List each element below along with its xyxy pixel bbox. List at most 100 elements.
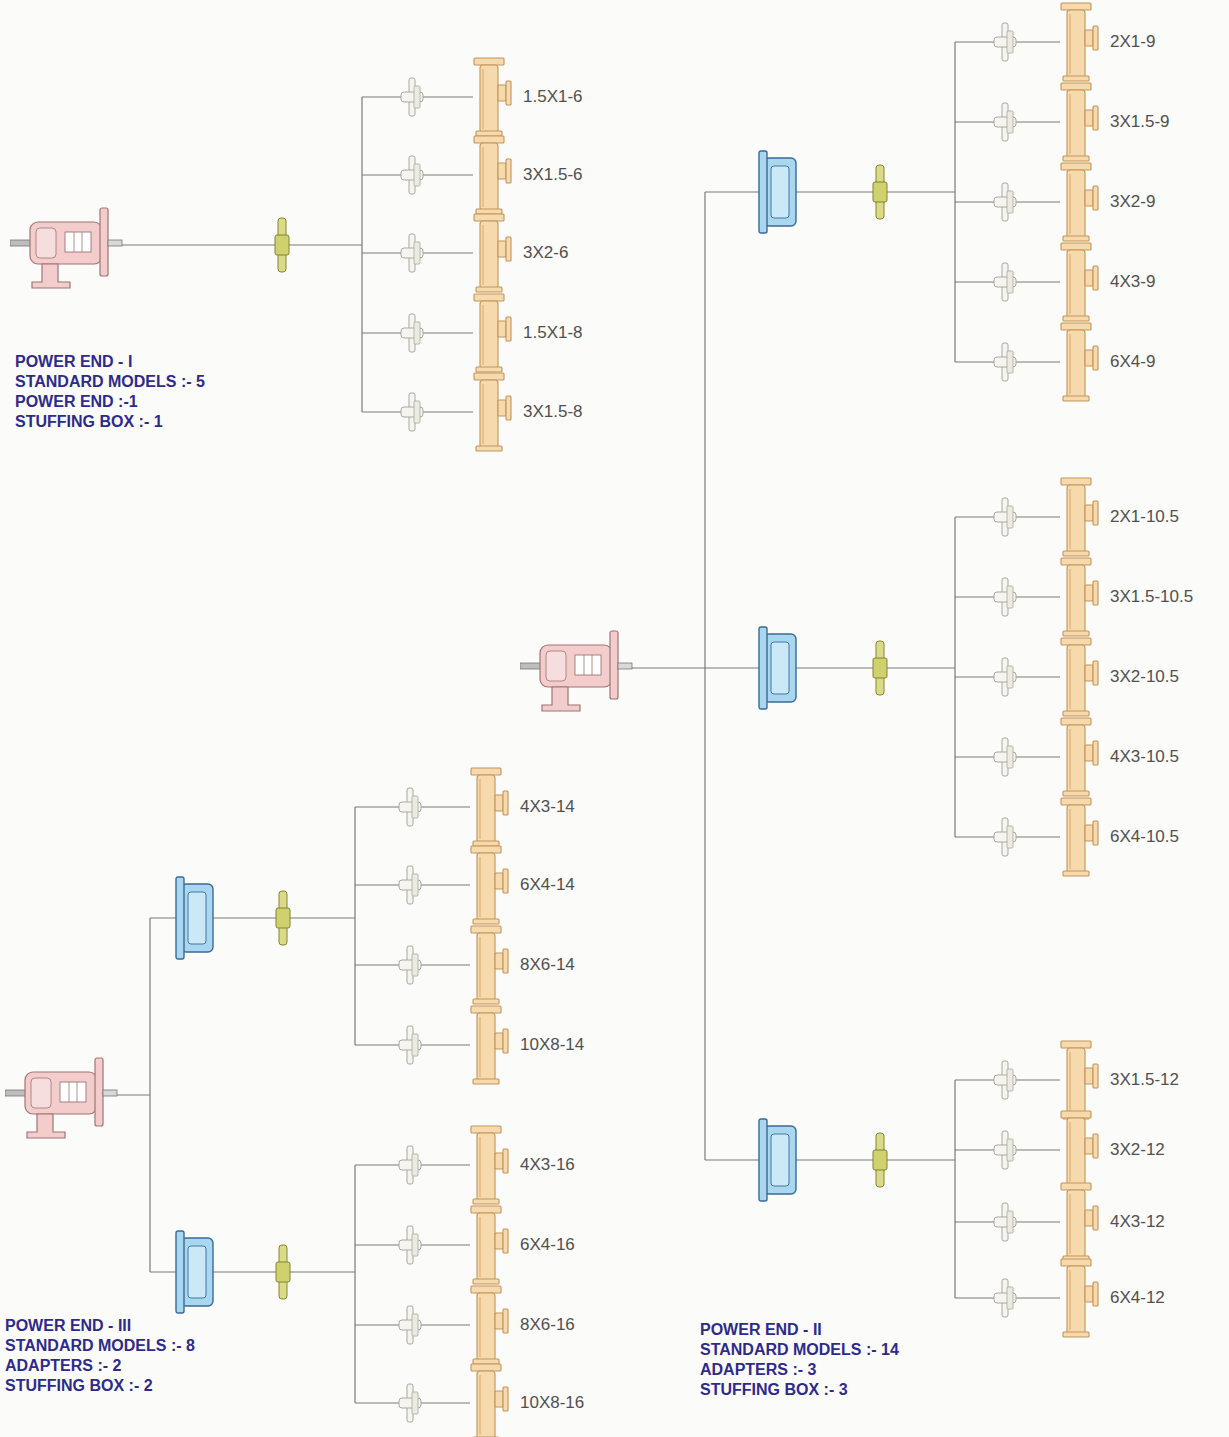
casing-part bbox=[1093, 1282, 1098, 1306]
casing-part bbox=[506, 237, 511, 261]
casing-part bbox=[503, 1149, 508, 1173]
casing-part bbox=[1093, 501, 1098, 525]
tree-line bbox=[632, 42, 1060, 1298]
impeller bbox=[399, 1146, 421, 1184]
casing-part bbox=[1061, 163, 1091, 170]
pump-casing: 2X1-9 bbox=[1058, 0, 1162, 84]
casing-part bbox=[495, 1153, 503, 1169]
model-number: 3X2-9 bbox=[1110, 192, 1155, 212]
impeller bbox=[994, 658, 1016, 696]
model-number: 8X6-16 bbox=[520, 1315, 575, 1335]
pump-casing: 4X3-9 bbox=[1058, 240, 1162, 324]
casing-part bbox=[473, 999, 499, 1004]
casing-shade bbox=[479, 1297, 481, 1357]
casing-part bbox=[1063, 631, 1089, 636]
impeller bbox=[994, 1203, 1016, 1241]
casing-part bbox=[471, 1286, 501, 1293]
pump-casing: 1.5X1-6 bbox=[471, 55, 589, 139]
model-number: 10X8-16 bbox=[520, 1393, 584, 1413]
pump-casing: 3X1.5-10.5 bbox=[1058, 555, 1200, 639]
casing-drawing bbox=[471, 55, 515, 139]
pump-casing: 8X6-16 bbox=[468, 1283, 581, 1367]
model-number: 8X6-14 bbox=[520, 955, 575, 975]
casing-shade bbox=[482, 69, 484, 129]
casing-part bbox=[1067, 485, 1085, 553]
casing-shade bbox=[1069, 334, 1071, 394]
casing-part bbox=[1085, 1068, 1093, 1084]
casing-part bbox=[471, 926, 501, 933]
casing-part bbox=[1067, 645, 1085, 713]
casing-part bbox=[503, 1229, 508, 1253]
casing-part bbox=[1061, 1041, 1091, 1048]
model-number: 4X3-9 bbox=[1110, 272, 1155, 292]
casing-part bbox=[1067, 725, 1085, 793]
impeller bbox=[399, 1384, 421, 1422]
casing-part bbox=[471, 768, 501, 775]
casing-shade bbox=[479, 857, 481, 917]
casing-drawing bbox=[468, 1361, 512, 1437]
casing-part bbox=[474, 58, 504, 65]
adapter bbox=[759, 151, 796, 233]
casing-part bbox=[495, 873, 503, 889]
impeller bbox=[994, 738, 1016, 776]
casing-drawing bbox=[468, 923, 512, 1007]
pump-casing: 3X2-10.5 bbox=[1058, 635, 1185, 719]
casing-drawing bbox=[1058, 555, 1102, 639]
casing-shade bbox=[482, 305, 484, 365]
casing-shade bbox=[1069, 254, 1071, 314]
casing-drawing bbox=[1058, 795, 1102, 879]
casing-part bbox=[1063, 76, 1089, 81]
model-number: 4X3-16 bbox=[520, 1155, 575, 1175]
casing-shade bbox=[479, 1375, 481, 1435]
casing-drawing bbox=[1058, 160, 1102, 244]
casing-drawing bbox=[471, 291, 515, 375]
stuffing-box bbox=[873, 165, 887, 219]
tree-line bbox=[117, 807, 470, 1403]
casing-part bbox=[1067, 805, 1085, 873]
power-end bbox=[10, 208, 122, 288]
impeller bbox=[994, 343, 1016, 381]
power-end-caption: STUFFING BOX :- 2 bbox=[5, 1376, 153, 1396]
casing-drawing bbox=[1058, 715, 1102, 799]
power-end-caption: STANDARD MODELS :- 8 bbox=[5, 1336, 195, 1356]
power-end-caption: STUFFING BOX :- 3 bbox=[700, 1380, 848, 1400]
casing-part bbox=[1093, 1134, 1098, 1158]
casing-part bbox=[1067, 90, 1085, 158]
casing-part bbox=[1061, 323, 1091, 330]
model-number: 3X1.5-10.5 bbox=[1110, 587, 1193, 607]
casing-part bbox=[1067, 330, 1085, 398]
model-number: 6X4-9 bbox=[1110, 352, 1155, 372]
model-number: 1.5X1-6 bbox=[523, 87, 583, 107]
casing-part bbox=[1093, 1206, 1098, 1230]
casing-part bbox=[503, 1309, 508, 1333]
casing-part bbox=[477, 1013, 495, 1081]
casing-part bbox=[476, 131, 502, 136]
adapter bbox=[176, 1231, 213, 1313]
casing-part bbox=[474, 373, 504, 380]
casing-shade bbox=[1069, 14, 1071, 74]
casing-shade bbox=[1069, 809, 1071, 869]
casing-part bbox=[1067, 10, 1085, 78]
casing-shade bbox=[1069, 1122, 1071, 1182]
casing-drawing bbox=[471, 133, 515, 217]
casing-part bbox=[477, 775, 495, 843]
casing-part bbox=[471, 1364, 501, 1371]
casing-part bbox=[1085, 665, 1093, 681]
casing-part bbox=[477, 1293, 495, 1361]
casing-part bbox=[1067, 1118, 1085, 1186]
casing-part bbox=[1063, 396, 1089, 401]
casing-part bbox=[471, 1126, 501, 1133]
casing-part bbox=[1067, 565, 1085, 633]
casing-part bbox=[1085, 190, 1093, 206]
casing-part bbox=[1061, 83, 1091, 90]
impeller bbox=[994, 1061, 1016, 1099]
casing-part bbox=[1061, 1259, 1091, 1266]
casing-part bbox=[471, 846, 501, 853]
casing-part bbox=[1093, 741, 1098, 765]
stuffing-box bbox=[873, 641, 887, 695]
impeller bbox=[994, 578, 1016, 616]
impeller bbox=[399, 946, 421, 984]
casing-shade bbox=[479, 1137, 481, 1197]
impeller bbox=[994, 263, 1016, 301]
